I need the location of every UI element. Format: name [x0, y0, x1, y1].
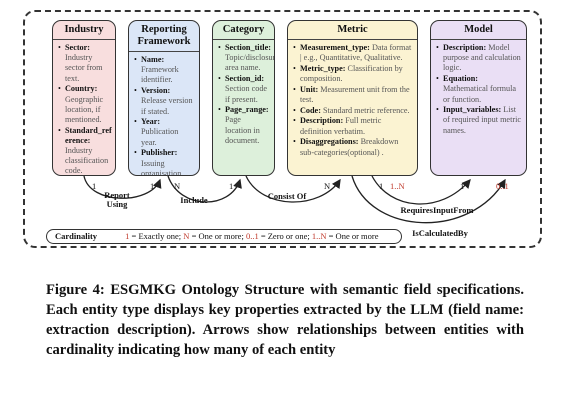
- field-item: Code: Standard metric reference.: [293, 106, 412, 116]
- cardinality-legend: Cardinality 1 = Exactly one; N = One or …: [46, 229, 402, 244]
- field-item: Section_id: Section code if present.: [218, 74, 269, 105]
- arrow-requires-input-from: [371, 175, 471, 205]
- relation-label-requires-input-from: RequiresInputFrom: [400, 205, 474, 215]
- field-item: Year: Publication year.: [134, 117, 194, 148]
- field-item: Standard_ref erence: Industry classifica…: [58, 126, 112, 175]
- entity-title: Industry: [53, 24, 115, 40]
- entity-industry: Industry Sector: Industry sector from te…: [52, 20, 116, 176]
- entity-model: Model Description: Model purpose and cal…: [430, 20, 527, 176]
- field-item: Name: Framework identifier.: [134, 55, 194, 86]
- field-item: Section_title: Topic/disclosure area nam…: [218, 43, 274, 74]
- relation-label-include: Include: [180, 195, 208, 205]
- cardinality-label: 1: [379, 181, 384, 191]
- entity-title: Model: [431, 24, 526, 40]
- entity-metric: Metric Measurement_type: Data format | e…: [287, 20, 418, 176]
- entity-category: Category Section_title: Topic/disclosure…: [212, 20, 275, 176]
- field-item: Input_variables: List of required input …: [436, 105, 521, 136]
- entity-title: Reporting Framework: [129, 24, 199, 52]
- cardinality-label: 1: [150, 181, 155, 191]
- arrow-is-calculated-by: [351, 175, 506, 224]
- field-item: Description: Model purpose and calculati…: [436, 43, 521, 74]
- cardinality-label: 1: [229, 181, 234, 191]
- relationship-arrows: [83, 175, 506, 224]
- field-item: Page_range: Page location in document.: [218, 105, 269, 146]
- cardinality-label: 0..1: [496, 181, 509, 191]
- field-item: Version: Release version if stated.: [134, 86, 194, 117]
- legend-title: Cardinality: [55, 231, 98, 241]
- field-item: Country: Geographic location, if mention…: [58, 84, 110, 125]
- cardinality-label: N: [324, 181, 331, 191]
- cardinality-label: 1: [92, 181, 97, 191]
- fade-overlay: [300, 356, 562, 416]
- entity-reporting-framework: Reporting Framework Name: Framework iden…: [128, 20, 200, 176]
- arrow-report-using: [83, 175, 162, 199]
- field-item: Unit: Measurement unit from the test.: [293, 85, 412, 105]
- field-item: Publisher: Issuing organisation.: [134, 148, 194, 175]
- field-item: Description: Full metric definition verb…: [293, 116, 412, 136]
- cardinality-label: 1..N: [390, 181, 405, 191]
- diagram-frame: [23, 10, 542, 248]
- relation-label-is-calculated-by: IsCalculatedBy: [412, 228, 468, 238]
- field-item: Measurement_type: Data format | e.g., Qu…: [293, 43, 412, 63]
- cardinality-label: 1: [460, 181, 465, 191]
- field-item: Equation: Mathematical formula or functi…: [436, 74, 521, 105]
- arrow-include: [167, 175, 242, 203]
- relation-label-report-using: Report Using: [104, 190, 130, 209]
- figure-caption: Figure 4: ESGMKG Ontology Structure with…: [46, 282, 524, 358]
- arrow-consist-of: [245, 175, 341, 203]
- field-item: Sector: Industry sector from text.: [58, 43, 110, 84]
- relation-label-consist-of: Consist Of: [267, 191, 307, 201]
- entity-title: Metric: [288, 24, 417, 40]
- cardinality-label: N: [174, 181, 181, 191]
- field-item: Metric_type: Classification by compositi…: [293, 64, 412, 84]
- field-item: Disaggregations: Breakdown sub-categorie…: [293, 137, 412, 157]
- entity-title: Category: [213, 24, 274, 40]
